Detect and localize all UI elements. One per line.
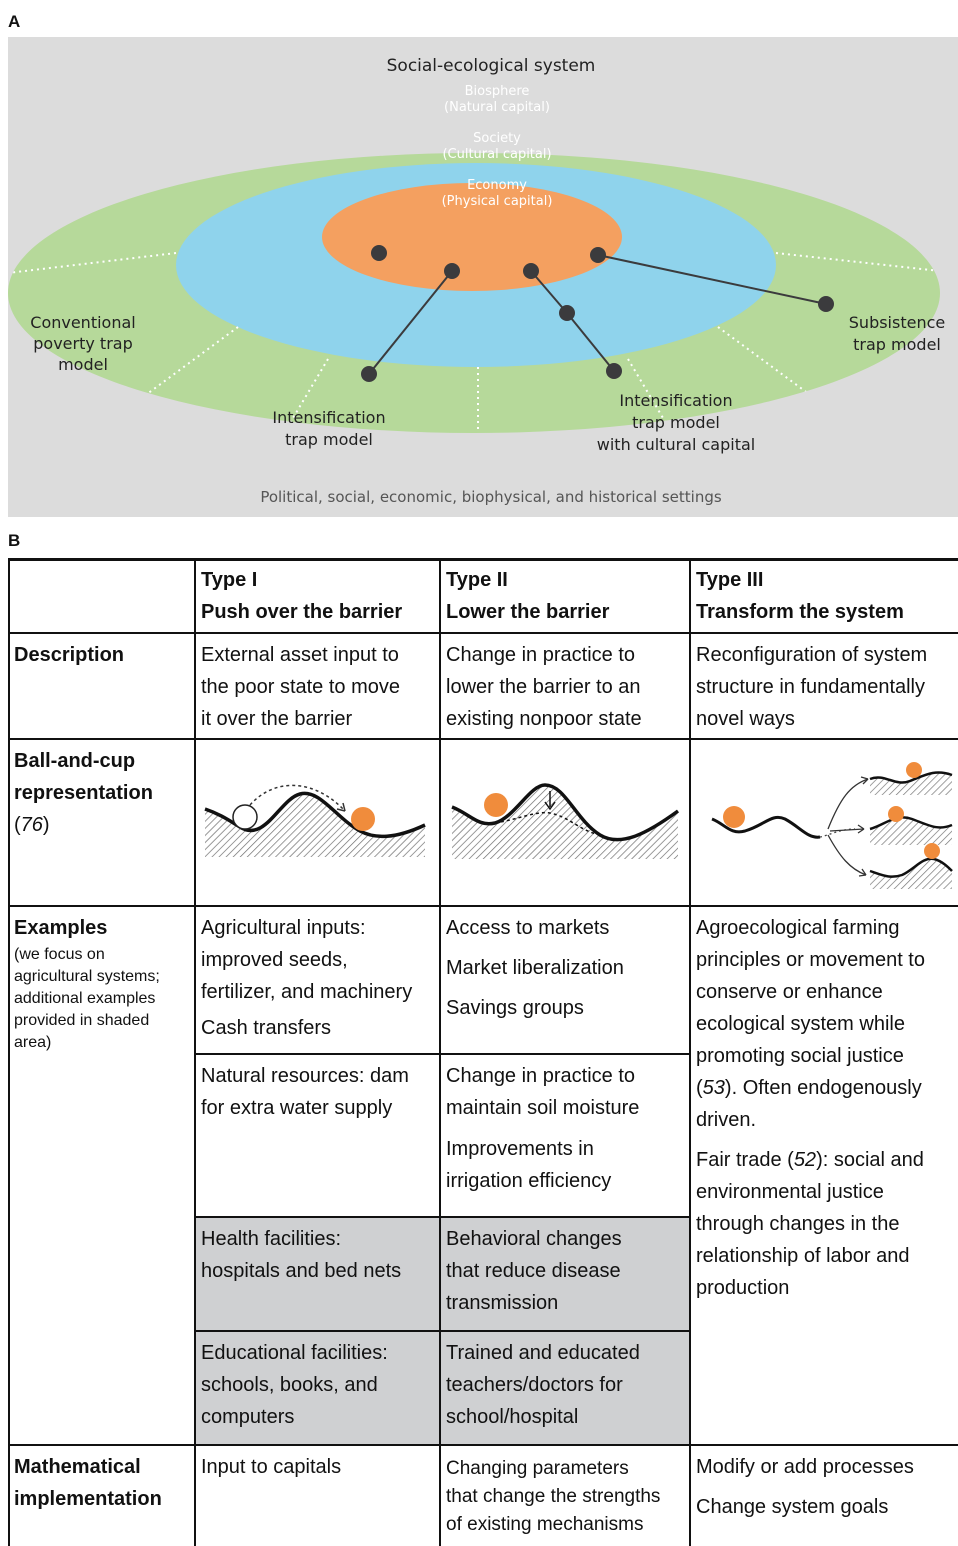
economy-label: Economy — [467, 178, 527, 193]
cell-math-type1: Input to capitals — [201, 1456, 342, 1478]
cell-t1-health: Health facilities: hospitals and bed net… — [195, 1217, 440, 1331]
cell-t2-soil: Change in practice to maintain soil mois… — [446, 1065, 640, 1192]
row-label-description: Description — [14, 644, 125, 666]
trap-dot-end-subsistence — [818, 296, 834, 312]
col-divider — [194, 558, 196, 1546]
cell-t2-markets: Access to markets Market liberalization … — [446, 917, 624, 1019]
row-divider — [8, 632, 958, 634]
row-divider — [8, 905, 958, 907]
cell-t2-health: Behavioral changes that reduce disease t… — [440, 1217, 690, 1331]
trap-dot-mid-cultural — [559, 305, 575, 321]
row-divider — [440, 1053, 690, 1055]
intensification-label: Intensification — [272, 408, 385, 427]
col-divider — [439, 558, 441, 1546]
row-divider — [8, 738, 958, 740]
trap-dot-intensification-cultural — [523, 263, 539, 279]
intensification-cultural-label: Intensification — [619, 391, 732, 410]
biosphere-capital-label: (Natural capital) — [444, 100, 550, 115]
intensification-cultural-label-3: with cultural capital — [597, 435, 755, 454]
col-divider — [8, 558, 10, 1546]
intervention-types-table: Health facilities: hospitals and bed net… — [8, 558, 958, 1546]
trap-dot-end-intensification — [361, 366, 377, 382]
biosphere-label: Biosphere — [465, 84, 530, 99]
panel-a-label: A — [8, 12, 21, 31]
panel-b-label: B — [8, 531, 21, 550]
ballcup-type1-illustration — [204, 784, 426, 857]
cell-t2-education: Trained and educated teachers/doctors fo… — [440, 1331, 690, 1445]
conventional-label: Conventional — [30, 313, 135, 332]
cell-math-type3: Modify or add processes Change system go… — [696, 1456, 914, 1518]
row-divider — [8, 1444, 958, 1446]
cell-math-type2: Changing parameters that change the stre… — [446, 1458, 661, 1535]
ball-orange — [723, 806, 745, 828]
subsistence-label-2: trap model — [853, 335, 941, 354]
social-ecological-system-diagram: Social-ecological system Biosphere (Natu… — [8, 37, 958, 517]
row-label-math: Mathematical implementation — [14, 1456, 162, 1510]
intensification-cultural-label-2: trap model — [632, 413, 720, 432]
cell-description-type3: Reconfiguration of system structure in f… — [696, 644, 928, 730]
intensification-label-2: trap model — [285, 430, 373, 449]
col-divider — [689, 558, 691, 1546]
trap-dot-conventional — [371, 245, 387, 261]
economy-ellipse — [322, 183, 622, 291]
row-label-ballcup: Ball-and-cup representation (76) — [14, 750, 153, 836]
diagram-title: Social-ecological system — [387, 56, 596, 76]
society-label: Society — [473, 131, 521, 146]
cell-description-type2: Change in practice to lower the barrier … — [446, 644, 642, 730]
row-divider — [195, 1330, 690, 1332]
cell-t3-examples: Agroecological farming principles or mov… — [696, 917, 925, 1299]
cell-t1-natural: Natural resources: dam for extra water s… — [201, 1065, 409, 1119]
ball-orange — [484, 793, 508, 817]
trap-dot-end-cultural — [606, 363, 622, 379]
row-label-examples: Examples (we focus on agricultural syste… — [14, 917, 160, 1051]
settings-label: Political, social, economic, biophysical… — [260, 488, 722, 506]
conventional-label-2: poverty trap — [33, 334, 132, 353]
cell-description-type1: External asset input to the poor state t… — [201, 644, 401, 730]
society-capital-label: (Cultural capital) — [442, 147, 551, 162]
cell-t1-agricultural: Agricultural inputs: improved seeds, fer… — [201, 917, 413, 1039]
ballcup-type3-illustration — [711, 762, 953, 889]
subsistence-label: Subsistence — [849, 313, 945, 332]
conventional-label-3: model — [58, 355, 108, 374]
ball-white — [232, 804, 258, 830]
ballcup-type2-illustration — [451, 783, 680, 859]
row-divider — [195, 1216, 690, 1218]
trap-dot-subsistence — [590, 247, 606, 263]
economy-capital-label: (Physical capital) — [442, 194, 553, 209]
ball-orange — [351, 807, 375, 831]
row-divider — [195, 1053, 440, 1055]
cell-t1-education: Educational facilities: schools, books, … — [195, 1331, 440, 1445]
trap-dot-intensification — [444, 263, 460, 279]
table-border-top — [8, 558, 958, 561]
